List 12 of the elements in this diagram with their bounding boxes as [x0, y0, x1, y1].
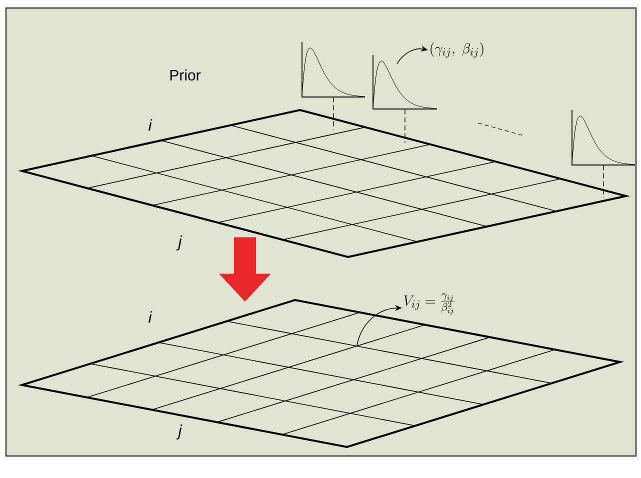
dashed-line — [333, 96, 334, 130]
formula: $V_{ij} = \frac{\gamma_{ij}}{\beta_{ij}^{2}}$ — [402, 292, 456, 316]
text-label: i — [148, 119, 152, 131]
dashed-line — [603, 164, 604, 198]
distribution-plot — [572, 110, 636, 166]
text-label: Prior — [170, 70, 201, 80]
text-label: j — [176, 236, 182, 250]
text-label: i — [148, 311, 152, 323]
distribution-plot — [302, 42, 366, 98]
dashed-line — [404, 108, 406, 144]
text-label: j — [176, 424, 182, 440]
formula: $(\gamma_{ij},\ \beta_{ij})$ — [428, 41, 486, 59]
